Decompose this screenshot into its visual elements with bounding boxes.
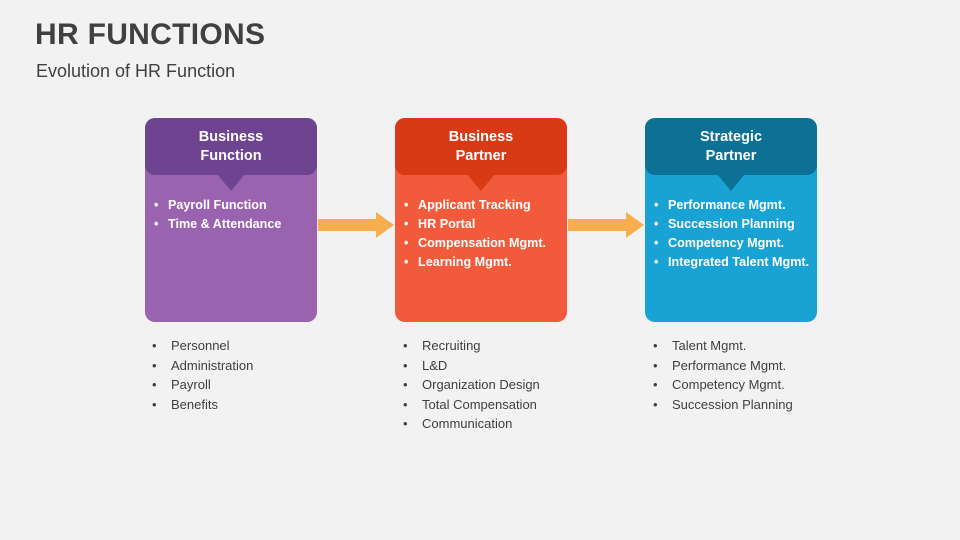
footer-list-strategic-partner: • Talent Mgmt. • Performance Mgmt. • Com… bbox=[653, 336, 883, 414]
card-header-line1: Strategic bbox=[699, 128, 763, 145]
stage-card-business-function[interactable]: Business Function • Payroll Function • T… bbox=[145, 118, 317, 322]
list-item: • Performance Mgmt. bbox=[653, 356, 883, 376]
list-item: • Competency Mgmt. bbox=[654, 234, 811, 253]
card-header-title: Business Partner bbox=[441, 128, 521, 165]
card-header: Business Function bbox=[145, 118, 317, 175]
list-item: • Total Compensation bbox=[403, 395, 633, 415]
arrow-stage2-to-stage3 bbox=[568, 212, 644, 248]
card-header-line2: Partner bbox=[705, 147, 757, 164]
card-header: Business Partner bbox=[395, 118, 567, 175]
list-item-label: Talent Mgmt. bbox=[672, 338, 747, 353]
list-item-label: Compensation Mgmt. bbox=[418, 235, 547, 250]
page-title: HR FUNCTIONS bbox=[35, 18, 266, 51]
card-header-title: Business Function bbox=[191, 128, 271, 165]
card-bullet-list: • Payroll Function • Time & Attendance bbox=[154, 196, 311, 234]
bullet-glyph: • bbox=[404, 198, 409, 212]
list-item: • Payroll Function bbox=[154, 196, 311, 215]
list-item-label: Integrated Talent Mgmt. bbox=[668, 254, 810, 269]
list-item-label: Payroll bbox=[171, 377, 211, 392]
bullet-glyph: • bbox=[653, 338, 658, 353]
bullet-glyph: • bbox=[152, 338, 157, 353]
right-arrow-icon bbox=[318, 212, 394, 238]
list-item: • Time & Attendance bbox=[154, 215, 311, 234]
bullet-glyph: • bbox=[654, 216, 659, 231]
list-item-label: Learning Mgmt. bbox=[418, 254, 512, 269]
list-item: • Communication bbox=[403, 414, 633, 434]
list-item: • Administration bbox=[152, 356, 382, 376]
bullet-glyph: • bbox=[404, 254, 409, 269]
list-item-label: Organization Design bbox=[422, 377, 540, 392]
footer-list-business-partner: • Recruiting • L&D • Organization Design… bbox=[403, 336, 633, 434]
list-item-label: Competency Mgmt. bbox=[668, 235, 785, 250]
list-item-label: Total Compensation bbox=[422, 396, 537, 412]
stage-card-strategic-partner[interactable]: Strategic Partner • Performance Mgmt. • … bbox=[645, 118, 817, 322]
list-item-label: Personnel bbox=[171, 338, 230, 353]
bullet-glyph: • bbox=[152, 357, 157, 373]
bullet-glyph: • bbox=[404, 235, 409, 250]
bullet-glyph: • bbox=[154, 216, 159, 231]
list-item-label: Time & Attendance bbox=[168, 216, 282, 231]
list-item: • HR Portal bbox=[404, 215, 561, 234]
card-header-line1: Business bbox=[448, 128, 514, 145]
header-notch-triangle bbox=[217, 174, 245, 191]
list-item-label: Performance Mgmt. bbox=[668, 198, 786, 212]
bullet-glyph: • bbox=[654, 254, 659, 269]
list-item: • Compensation Mgmt. bbox=[404, 234, 561, 253]
card-header-line2: Function bbox=[200, 147, 262, 164]
list-item: • Recruiting bbox=[403, 336, 633, 356]
list-item: • Succession Planning bbox=[653, 395, 883, 415]
bullet-glyph: • bbox=[152, 377, 157, 392]
bullet-glyph: • bbox=[403, 338, 408, 353]
bullet-glyph: • bbox=[403, 396, 408, 412]
arrow-stage1-to-stage2 bbox=[318, 212, 394, 248]
card-bullet-list: • Performance Mgmt. • Succession Plannin… bbox=[654, 196, 811, 272]
list-item: • L&D bbox=[403, 356, 633, 376]
bullet-glyph: • bbox=[404, 216, 409, 231]
bullet-glyph: • bbox=[653, 377, 658, 392]
list-item: • Applicant Tracking bbox=[404, 196, 561, 215]
bullet-glyph: • bbox=[653, 357, 658, 373]
list-item-label: L&D bbox=[422, 357, 448, 373]
header-notch-triangle bbox=[717, 174, 745, 191]
bullet-glyph: • bbox=[654, 235, 659, 250]
list-item: • Personnel bbox=[152, 336, 382, 356]
footer-list-business-function: • Personnel • Administration • Payroll •… bbox=[152, 336, 382, 414]
list-item-label: Succession Planning bbox=[672, 396, 793, 412]
card-header-line1: Business bbox=[198, 128, 264, 145]
card-header-line2: Partner bbox=[455, 147, 507, 164]
list-item: • Performance Mgmt. bbox=[654, 196, 811, 215]
right-arrow-icon bbox=[568, 212, 644, 238]
list-item-label: Competency Mgmt. bbox=[672, 377, 785, 392]
list-item: • Talent Mgmt. bbox=[653, 336, 883, 356]
list-item: • Integrated Talent Mgmt. bbox=[654, 253, 811, 272]
card-header: Strategic Partner bbox=[645, 118, 817, 175]
bullet-glyph: • bbox=[403, 377, 408, 392]
list-item: • Benefits bbox=[152, 395, 382, 415]
list-item: • Succession Planning bbox=[654, 215, 811, 234]
list-item-label: Communication bbox=[422, 416, 513, 431]
list-item-label: HR Portal bbox=[418, 216, 476, 231]
bullet-glyph: • bbox=[653, 396, 658, 412]
bullet-glyph: • bbox=[154, 198, 159, 212]
list-item: • Learning Mgmt. bbox=[404, 253, 561, 272]
list-item-label: Benefits bbox=[171, 396, 218, 412]
header-notch-triangle bbox=[467, 174, 495, 191]
bullet-glyph: • bbox=[654, 198, 659, 212]
bullet-glyph: • bbox=[403, 357, 408, 373]
list-item-label: Performance Mgmt. bbox=[672, 357, 787, 373]
list-item-label: Applicant Tracking bbox=[418, 198, 531, 212]
page-subtitle: Evolution of HR Function bbox=[36, 61, 236, 81]
list-item-label: Administration bbox=[171, 357, 254, 373]
list-item: • Payroll bbox=[152, 375, 382, 395]
bullet-glyph: • bbox=[152, 396, 157, 412]
card-bullet-list: • Applicant Tracking • HR Portal • Compe… bbox=[404, 196, 561, 272]
list-item-label: Recruiting bbox=[422, 338, 481, 353]
list-item: • Organization Design bbox=[403, 375, 633, 395]
list-item-label: Payroll Function bbox=[168, 198, 267, 212]
card-header-title: Strategic Partner bbox=[692, 128, 770, 165]
stage-card-business-partner[interactable]: Business Partner • Applicant Tracking • … bbox=[395, 118, 567, 322]
list-item: • Competency Mgmt. bbox=[653, 375, 883, 395]
list-item-label: Succession Planning bbox=[668, 216, 795, 231]
bullet-glyph: • bbox=[403, 416, 408, 431]
